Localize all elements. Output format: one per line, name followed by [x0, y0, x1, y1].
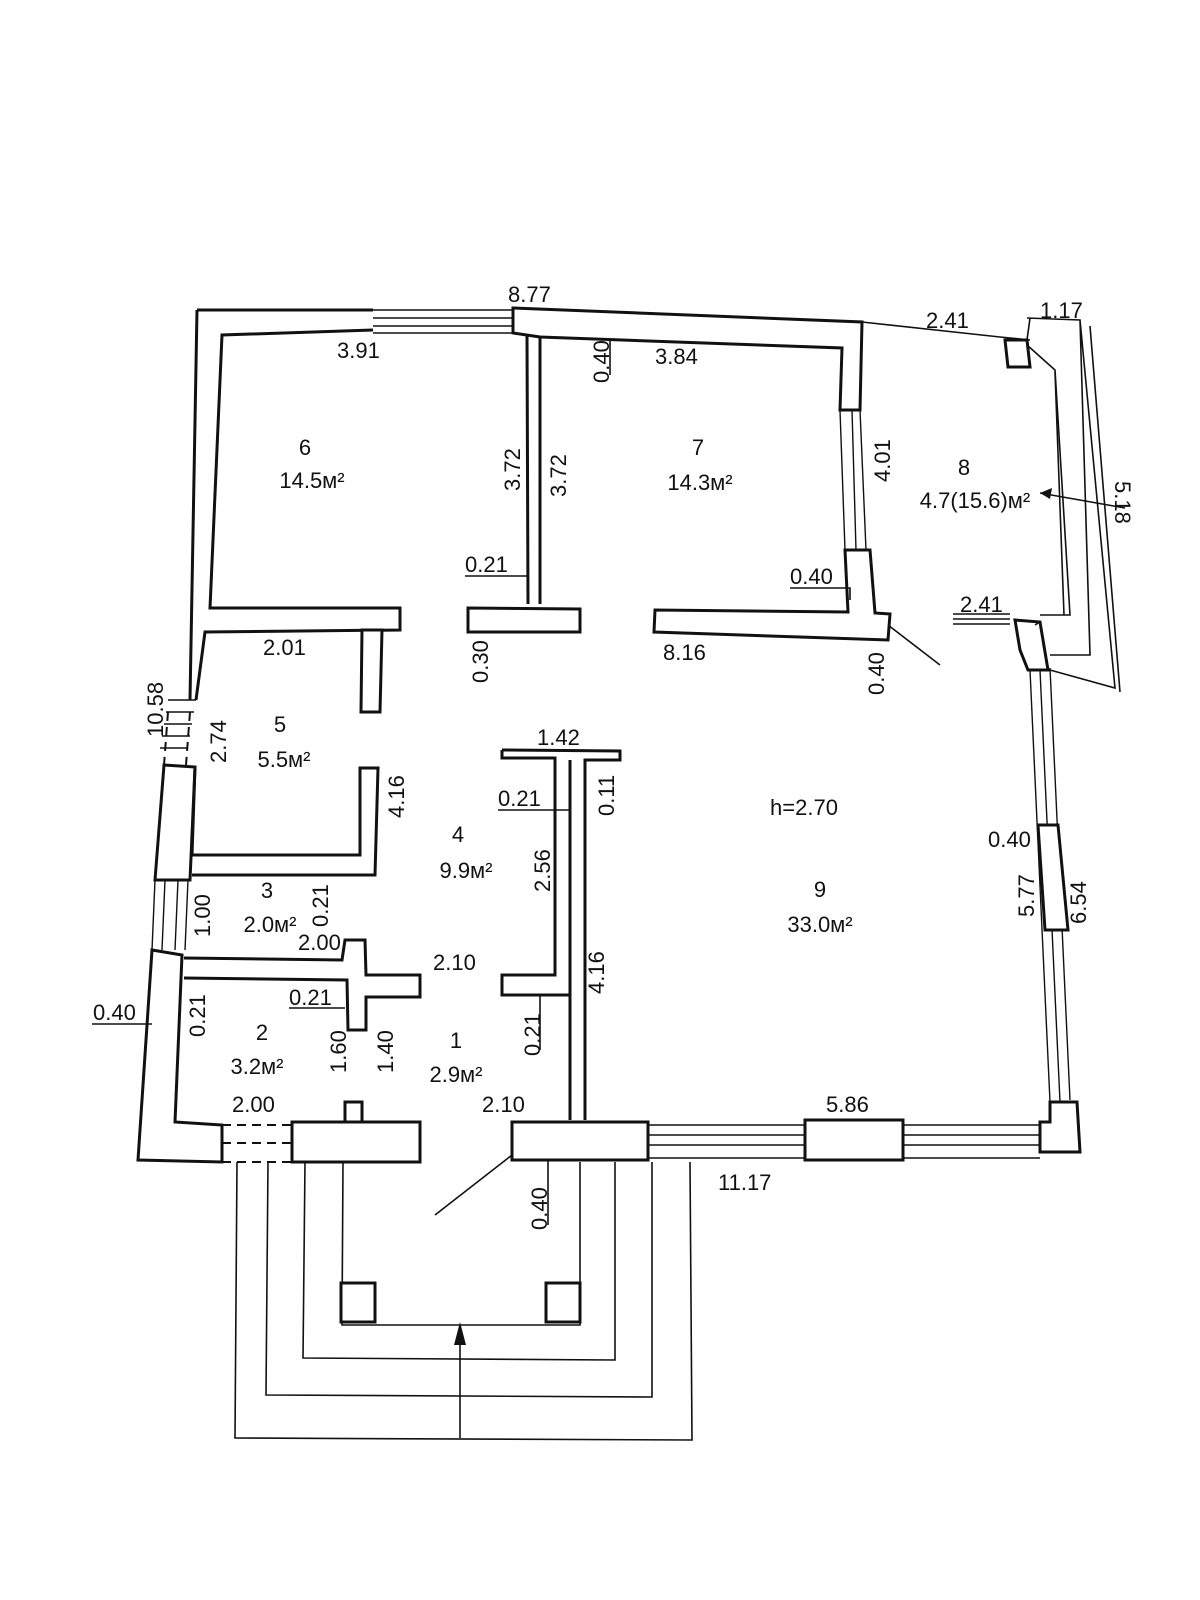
- room-9-area: 33.0м²: [787, 912, 852, 937]
- room-8-area: 4.7(15.6)м²: [920, 488, 1031, 513]
- dimension-labels: 8.77 3.91 3.84 0.40 2.41 1.17 5.18 3.72 …: [93, 282, 1135, 1230]
- dim-room3-side: 1.00: [190, 894, 215, 937]
- room-8-number: 8: [958, 455, 970, 480]
- dim-room5-side: 2.74: [206, 720, 231, 763]
- room-9-number: 9: [814, 877, 826, 902]
- dim-room3-partition: 0.21: [308, 884, 333, 927]
- dimension-leaders: [92, 340, 851, 1225]
- room-6-area: 14.5м²: [279, 468, 344, 493]
- room-2-area: 3.2м²: [230, 1054, 283, 1079]
- room-5-area: 5.5м²: [257, 747, 310, 772]
- dim-hall-wall: 8.16: [663, 640, 706, 665]
- dim-room4-partition: 2.56: [530, 849, 555, 892]
- room-3-area: 2.0м²: [243, 912, 296, 937]
- dim-room9-right-outer: 6.54: [1066, 881, 1091, 924]
- room-labels: 6 14.5м² 7 14.3м² 8 4.7(15.6)м² 5 5.5м² …: [230, 435, 1030, 1087]
- dim-room7-right: 4.01: [870, 439, 895, 482]
- dim-room6-side: 3.72: [500, 448, 525, 491]
- dim-room3-bottom: 2.00: [298, 930, 341, 955]
- dim-room6-top: 3.91: [337, 338, 380, 363]
- dim-left-overall: 10.58: [143, 682, 168, 737]
- room-1-number: 1: [450, 1028, 462, 1053]
- exterior-walls: [136, 306, 1126, 1441]
- dim-room9-right-inner: 5.77: [1014, 874, 1039, 917]
- dim-room1-side: 1.40: [373, 1030, 398, 1073]
- dim-partition-top: 0.21: [465, 552, 508, 577]
- room-4-number: 4: [452, 822, 464, 847]
- dim-left-wall: 0.40: [93, 1000, 136, 1025]
- dim-closet-wall: 0.21: [498, 786, 541, 811]
- dim-balcony-depth: 1.17: [1040, 298, 1083, 323]
- dim-room5-top: 2.01: [263, 635, 306, 660]
- room-4-area: 9.9м²: [439, 858, 492, 883]
- dim-room2-partition-b: 0.21: [289, 985, 332, 1010]
- dim-closet-wall-b: 0.11: [594, 775, 619, 816]
- dim-bottom-overall: 11.17: [718, 1170, 771, 1195]
- room-5-number: 5: [274, 712, 286, 737]
- ceiling-height: h=2.70: [770, 795, 838, 820]
- dim-room7-top: 3.84: [655, 344, 698, 369]
- dim-closet-top: 1.42: [537, 725, 580, 750]
- dim-room9-left: 4.16: [584, 951, 609, 994]
- dim-room9-right-wall: 0.40: [988, 827, 1031, 852]
- dim-hall-mid: 2.10: [433, 950, 476, 975]
- dim-room2-bottom: 2.00: [232, 1092, 275, 1117]
- dim-room1-partition: 0.21: [520, 1013, 545, 1056]
- dim-room1-bottom: 2.10: [482, 1092, 525, 1117]
- dim-room4-right-upper: 4.16: [384, 775, 409, 818]
- dim-room2-side: 1.60: [326, 1030, 351, 1073]
- dim-room2-partition: 0.21: [185, 994, 210, 1037]
- dim-room7-corner: 0.40: [790, 564, 833, 589]
- dim-top-overall: 8.77: [508, 282, 551, 307]
- room-1-area: 2.9м²: [429, 1062, 482, 1087]
- room-3-number: 3: [261, 878, 273, 903]
- dim-room7-side: 3.72: [546, 454, 571, 497]
- room-2-number: 2: [256, 1020, 268, 1045]
- dim-balcony-mid: 2.41: [960, 592, 1003, 617]
- room-7-number: 7: [692, 435, 704, 460]
- dim-hall-wall-thickness: 0.40: [864, 652, 889, 695]
- room-6-number: 6: [299, 435, 311, 460]
- dim-balcony-side: 5.18: [1110, 481, 1135, 524]
- room-7-area: 14.3м²: [667, 470, 732, 495]
- dim-balcony-top: 2.41: [926, 308, 969, 333]
- dim-bottom-window: 5.86: [826, 1092, 869, 1117]
- dim-partition-030: 0.30: [468, 640, 493, 683]
